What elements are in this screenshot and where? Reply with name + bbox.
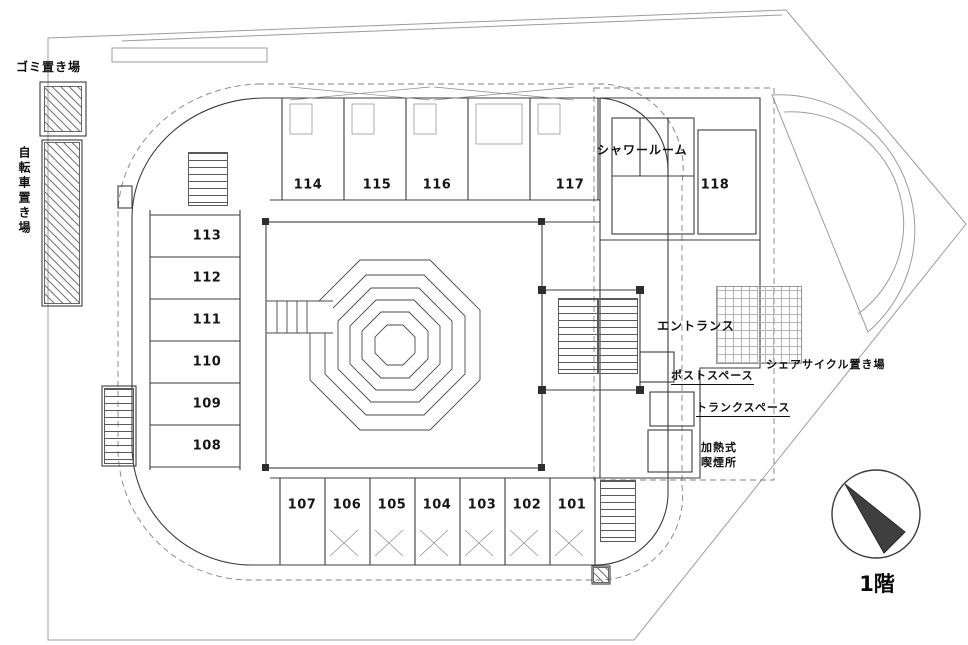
bicycle-parking-hatch — [44, 142, 80, 304]
trunk-space-walls — [649, 391, 695, 427]
northwest-stair — [188, 152, 228, 206]
label-share-cycle: シェアサイクル置き場 — [766, 358, 886, 371]
courtyard-walkway — [267, 300, 333, 334]
room-label-108: 108 — [192, 438, 222, 454]
label-entrance: エントランス — [657, 319, 735, 333]
fixture-details — [289, 86, 584, 557]
floor-title: 1階 — [859, 572, 895, 596]
compass-circle — [831, 469, 921, 559]
room-label-104: 104 — [422, 497, 452, 513]
share-cycle-deck-hatch — [716, 286, 802, 364]
smoking-line1: 加熱式 — [701, 441, 737, 454]
entrance-hall-walls — [541, 289, 641, 391]
room-label-112: 112 — [192, 270, 222, 286]
room-118-walls — [697, 129, 757, 235]
south-unit-partitions — [279, 478, 596, 565]
room-label-106: 106 — [332, 497, 362, 513]
north-compass — [831, 469, 921, 559]
post-space-walls — [639, 351, 675, 383]
label-trunk-space: トランクスペース — [696, 399, 791, 417]
room-label-111: 111 — [192, 312, 222, 328]
label-shower-room: シャワールーム — [597, 143, 688, 157]
courtyard-octagon — [309, 259, 481, 431]
room-label-114: 114 — [293, 177, 323, 193]
room-label-105: 105 — [377, 497, 407, 513]
room-label-117: 117 — [555, 177, 585, 193]
room-label-113: 113 — [192, 228, 222, 244]
label-garbage-area: ゴミ置き場 — [16, 60, 82, 74]
room-label-109: 109 — [192, 396, 222, 412]
exterior-west-stair — [104, 388, 134, 464]
north-arrow-icon — [844, 483, 906, 554]
entrance-stair-rail — [597, 298, 599, 374]
north-unit-partitions — [281, 98, 599, 200]
smoking-line2: 喫煙所 — [701, 456, 737, 469]
west-unit-partitions — [150, 214, 240, 468]
service-box-hatch — [593, 567, 609, 583]
label-post-space: ポストスペース — [671, 367, 754, 385]
bicycle-parking-walls — [41, 139, 83, 307]
balcony-marks — [329, 529, 584, 557]
room-label-102: 102 — [512, 497, 542, 513]
structural-columns — [262, 218, 644, 471]
site-boundary — [47, 9, 967, 641]
label-smoking-area: 加熱式 喫煙所 — [701, 440, 737, 470]
room-label-101: 101 — [557, 497, 587, 513]
room-label-110: 110 — [192, 354, 222, 370]
room-label-103: 103 — [467, 497, 497, 513]
building-walls — [39, 81, 761, 585]
room-label-115: 115 — [362, 177, 392, 193]
smoking-area-walls — [647, 429, 693, 473]
roof-eave-dashed — [117, 83, 775, 581]
room-label-107: 107 — [287, 497, 317, 513]
room-label-116: 116 — [422, 177, 452, 193]
garbage-area-walls — [39, 81, 87, 137]
east-stair — [600, 480, 636, 542]
garbage-area-hatch — [44, 86, 82, 132]
courtyard-boundary — [265, 221, 543, 469]
room-label-118: 118 — [700, 177, 730, 193]
label-bicycle-parking: 自転車置き場 — [17, 146, 31, 236]
